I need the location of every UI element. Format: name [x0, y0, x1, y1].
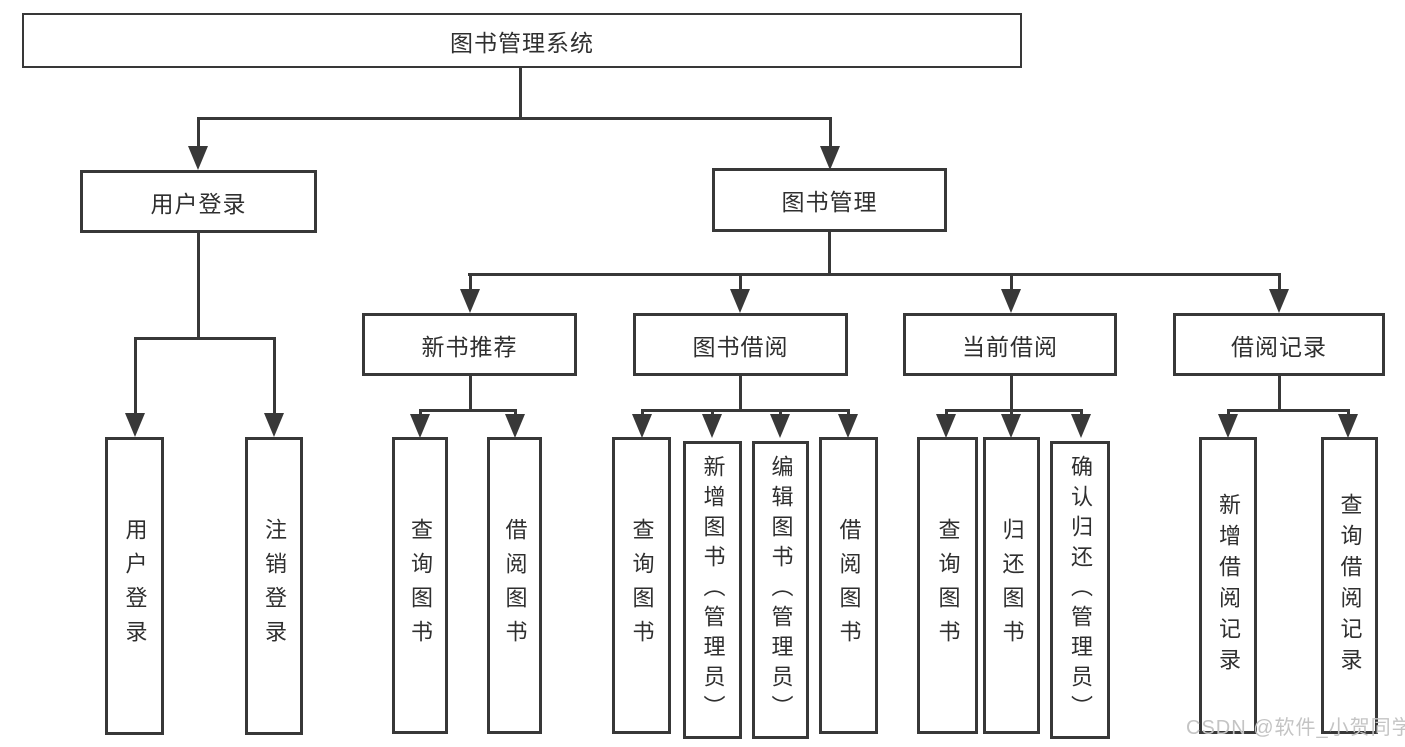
connector-drop: [847, 409, 850, 417]
connector-root-rail: [197, 117, 831, 120]
connector-borrow-records-rail: [1227, 409, 1350, 412]
csdn-watermark: CSDN @软件_小贺同学: [1186, 717, 1405, 739]
connector-drop: [779, 409, 782, 417]
connector-drop-login: [134, 337, 137, 416]
arrow-down-icon: [838, 414, 858, 438]
arrow-down-icon: [1269, 289, 1289, 313]
connector-new-book-rec-stem: [469, 376, 472, 409]
connector-current-borrow-rail: [945, 409, 1083, 412]
connector-drop-book-borrow: [739, 273, 742, 289]
connector-drop-current-borrow: [1010, 273, 1013, 289]
arrow-down-icon: [702, 414, 722, 438]
node-borrowing-records: 借阅记录: [1173, 313, 1385, 376]
arrow-down-icon: [1001, 289, 1021, 313]
connector-drop-book-mgmt: [829, 117, 832, 150]
connector-borrow-records-stem: [1278, 376, 1281, 409]
connector-drop: [1347, 409, 1350, 417]
connector-book-mgmt-stem: [828, 232, 831, 273]
node-return-books: 归还图书: [983, 437, 1040, 734]
node-library-management-system: 图书管理系统: [22, 13, 1022, 68]
connector-drop: [711, 409, 714, 417]
node-add-borrow-record: 新增借阅记录: [1199, 437, 1257, 734]
arrow-down-icon: [264, 413, 284, 437]
node-current-borrowing: 当前借阅: [903, 313, 1117, 376]
arrow-down-icon: [1071, 414, 1091, 438]
arrow-down-icon: [936, 414, 956, 438]
connector-drop: [945, 409, 948, 417]
connector-drop-logout: [273, 337, 276, 416]
connector-drop-borrow-records: [1278, 273, 1281, 289]
arrow-down-icon: [820, 146, 840, 170]
arrow-down-icon: [1338, 414, 1358, 438]
arrow-down-icon: [125, 413, 145, 437]
connector-new-book-rec-rail: [419, 409, 517, 412]
node-user-login: 用户登录: [80, 170, 317, 233]
arrow-down-icon: [1001, 414, 1021, 438]
connector-drop: [1080, 409, 1083, 417]
arrow-down-icon: [730, 289, 750, 313]
connector-drop: [1227, 409, 1230, 417]
arrow-down-icon: [460, 289, 480, 313]
node-query-books-current: 查询图书: [917, 437, 978, 734]
node-login: 用户登录: [105, 437, 164, 735]
connector-drop-new-book-rec: [469, 273, 472, 289]
node-query-books-borrow: 查询图书: [612, 437, 671, 734]
connector-current-borrow-stem: [1010, 376, 1013, 409]
arrow-down-icon: [410, 414, 430, 438]
node-borrow-books-borrow: 借阅图书: [819, 437, 878, 734]
connector-drop: [641, 409, 644, 417]
connector-user-login-rail: [134, 337, 275, 340]
node-new-book-recommendation: 新书推荐: [362, 313, 577, 376]
node-borrow-books-recommend: 借阅图书: [487, 437, 542, 734]
connector-book-borrow-rail: [641, 409, 850, 412]
connector-book-mgmt-rail: [468, 273, 1281, 276]
connector-root-stem: [519, 68, 522, 117]
arrow-down-icon: [188, 146, 208, 170]
arrow-down-icon: [632, 414, 652, 438]
arrow-down-icon: [505, 414, 525, 438]
connector-drop-user-login: [197, 117, 200, 150]
connector-drop: [1010, 409, 1013, 417]
connector-drop: [419, 409, 422, 417]
node-book-borrowing: 图书借阅: [633, 313, 848, 376]
node-query-borrow-record: 查询借阅记录: [1321, 437, 1378, 734]
connector-book-borrow-stem: [739, 376, 742, 409]
arrow-down-icon: [1218, 414, 1238, 438]
node-edit-books-admin: 编辑图书（管理员）: [752, 441, 809, 739]
arrow-down-icon: [770, 414, 790, 438]
node-query-books-recommend: 查询图书: [392, 437, 448, 734]
node-confirm-return-admin: 确认归还（管理员）: [1050, 441, 1110, 739]
node-book-management: 图书管理: [712, 168, 947, 232]
connector-drop: [514, 409, 517, 417]
node-logout: 注销登录: [245, 437, 303, 735]
connector-user-login-stem: [197, 233, 200, 337]
node-add-books-admin: 新增图书（管理员）: [683, 441, 742, 739]
